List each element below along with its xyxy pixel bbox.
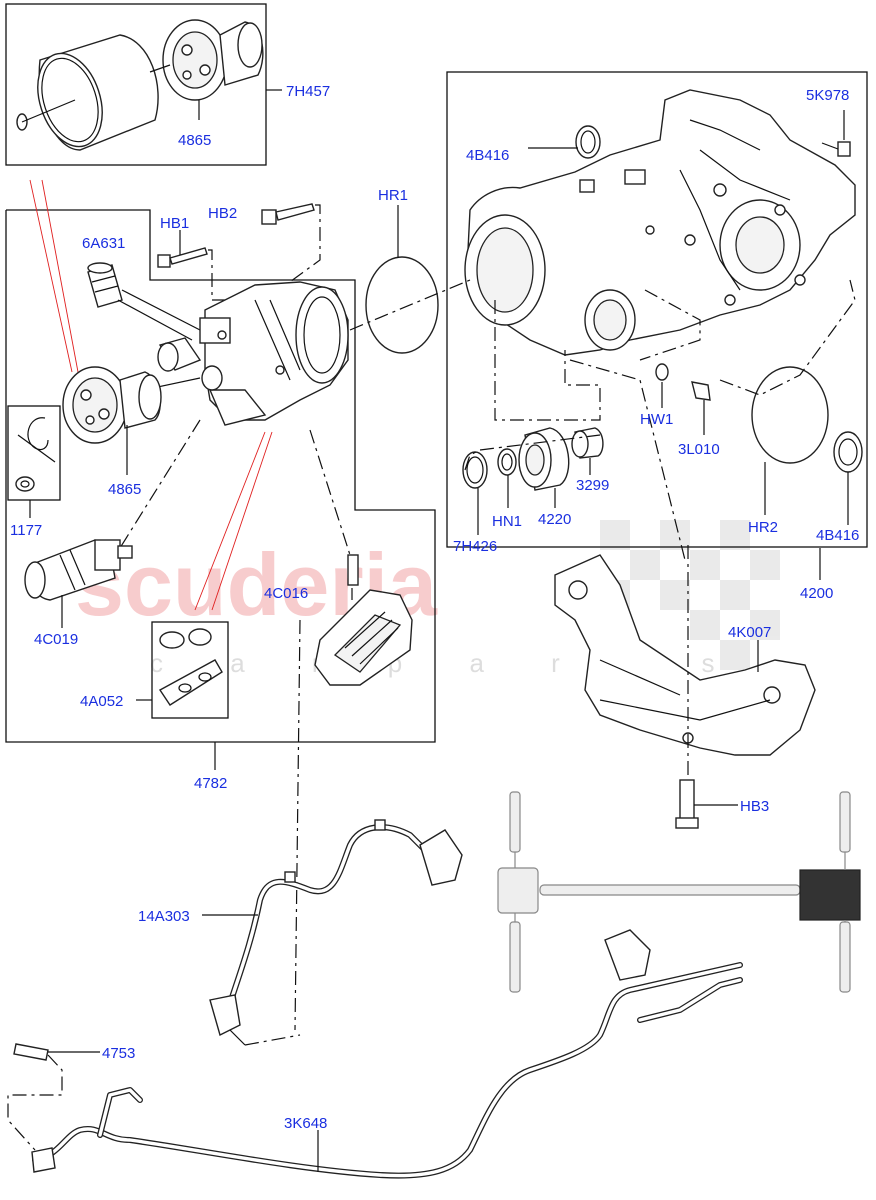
label-7H457: 7H457 <box>286 83 330 100</box>
bolt-5K978 <box>821 110 851 157</box>
dash-hb2 <box>264 204 321 301</box>
nut-HN1 <box>497 448 517 476</box>
label-HN1: HN1 <box>492 513 522 530</box>
o-ring-HR1 <box>365 256 439 354</box>
label-HW1: HW1 <box>640 411 673 428</box>
wiring-harness-14A303 <box>209 819 463 1046</box>
label-4220: 4220 <box>538 511 571 528</box>
label-4200: 4200 <box>800 585 833 602</box>
seal-7H426 <box>462 451 488 489</box>
cv-joint-sleeve <box>16 34 159 151</box>
dash-harness-bottom <box>244 1034 301 1046</box>
leader-6A631-b <box>117 299 193 341</box>
dash-bearing-axis <box>464 434 601 471</box>
seal-top <box>575 125 601 159</box>
bearing-3299 <box>571 427 604 459</box>
label-4B416-bottom: 4B416 <box>816 527 859 544</box>
label-14A303: 14A303 <box>138 908 190 925</box>
label-3K648: 3K648 <box>284 1115 327 1132</box>
washer-HW1 <box>655 363 669 381</box>
label-1177: 1177 <box>10 522 42 539</box>
label-4B416-top: 4B416 <box>466 147 509 164</box>
frame-actuator-assembly <box>5 209 436 743</box>
gasket-set <box>158 628 223 706</box>
dash-drain-plug <box>639 289 701 361</box>
control-module-4C016 <box>314 554 413 686</box>
label-5K978: 5K978 <box>806 87 849 104</box>
label-3L010: 3L010 <box>678 441 720 458</box>
dash-actuator-to-motor <box>119 419 201 549</box>
label-4C019: 4C019 <box>34 631 78 648</box>
checker-flag-pattern <box>600 520 780 670</box>
frame-cv-joint-kit <box>5 3 267 166</box>
label-4A052: 4A052 <box>80 693 123 710</box>
label-HB1: HB1 <box>160 215 189 232</box>
cv-joint-mid <box>62 366 162 444</box>
label-3299: 3299 <box>576 477 609 494</box>
label-7H426: 7H426 <box>453 538 497 555</box>
leader-6A631 <box>121 289 201 331</box>
frame-circlip-kit <box>7 405 61 501</box>
label-4C016: 4C016 <box>264 585 308 602</box>
dash-lower-seal <box>719 279 856 396</box>
label-4865-mid: 4865 <box>108 481 141 498</box>
circlip <box>15 417 56 492</box>
rear-differential-housing <box>464 89 856 356</box>
label-HB2: HB2 <box>208 205 237 222</box>
dash-module-to-harness <box>294 619 301 1031</box>
label-HB3: HB3 <box>740 798 769 815</box>
seal-bottom <box>833 431 863 473</box>
motor-4C019 <box>24 539 133 601</box>
label-4K007: 4K007 <box>728 624 771 641</box>
bolt-HB2 <box>261 203 315 225</box>
filter-6A631 <box>87 262 123 308</box>
bolt-HB1 <box>157 247 208 268</box>
dash-pump-to-module <box>309 429 351 556</box>
cv-joint-top <box>149 19 264 101</box>
dash-bearing-vertical <box>494 300 601 421</box>
label-HR2: HR2 <box>748 519 778 536</box>
plug-3L010 <box>691 381 711 435</box>
red-reference-lines <box>29 179 273 611</box>
dash-4753 <box>7 1054 63 1151</box>
frame-gasket-kit <box>151 621 229 719</box>
bearing-4220 <box>518 427 570 491</box>
pipe-3K648 <box>13 929 743 1179</box>
label-4782: 4782 <box>194 775 227 792</box>
frame-rear-differential <box>446 71 868 548</box>
part-labels: 7H457 4865 4B416 5K978 HR1 HB2 HB1 6A631… <box>10 83 859 1132</box>
label-6A631: 6A631 <box>82 235 125 252</box>
label-HR1: HR1 <box>378 187 408 204</box>
o-ring-actuator <box>201 365 223 391</box>
bolt-HB3 <box>675 779 699 829</box>
label-4865-top: 4865 <box>178 132 211 149</box>
dash-hr1-to-housing <box>349 279 471 331</box>
dash-hb1 <box>208 249 230 301</box>
label-4753: 4753 <box>102 1045 135 1062</box>
driveline-inset <box>497 791 861 993</box>
actuator-pump <box>157 281 349 426</box>
o-ring-HR2 <box>751 366 829 464</box>
watermark: scuderia c a r p a r t s <box>75 520 780 678</box>
dash-housing-to-crossmember <box>569 359 686 561</box>
